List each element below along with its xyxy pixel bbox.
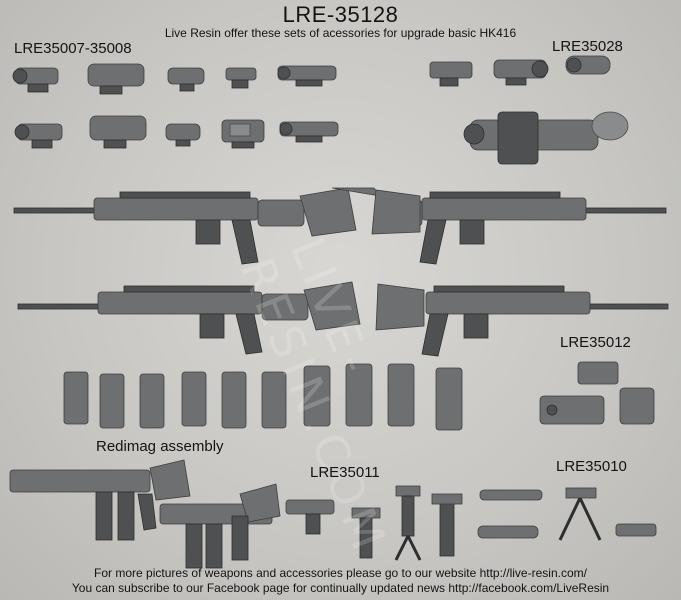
rifle-hk416-lower-right (375, 283, 669, 357)
optic-eotech-magnifier-2 (89, 115, 147, 149)
optic-acog-1 (12, 67, 59, 93)
magazine-row (63, 363, 463, 431)
footer-website-note: For more pictures of weapons and accesso… (94, 566, 587, 580)
optic-scope-rail-1 (277, 65, 337, 87)
optic-acog-2 (14, 123, 63, 149)
label-optics-set: LRE35007-35008 (14, 40, 132, 57)
optic-eotech-magnifier-1 (87, 63, 145, 95)
night-optic-1 (429, 61, 473, 87)
label-bipod-set: LRE35010 (556, 458, 627, 475)
label-redimag: Redimag assembly (96, 438, 224, 455)
bipod-light-set (477, 487, 657, 541)
optic-magnifier-1 (167, 67, 205, 92)
footer-facebook-note: You can subscribe to our Facebook page f… (71, 581, 610, 595)
rifle-hk416-upper-right (331, 187, 667, 265)
label-laser-set: LRE35012 (560, 334, 631, 351)
optic-holo-sight (221, 119, 265, 149)
label-grips-set: LRE35011 (310, 464, 380, 481)
night-vision-scope (463, 111, 629, 165)
optic-magnifier-2 (165, 123, 201, 147)
laser-module-set (539, 361, 655, 425)
redimag-rifle-left (9, 459, 191, 541)
vertical-grip-set (285, 485, 463, 561)
optic-red-dot-1 (225, 67, 257, 89)
label-night-optics-set: LRE35028 (552, 38, 623, 55)
night-optic-2 (493, 59, 549, 86)
optic-scope-rail-2 (279, 121, 339, 143)
page-title: LRE-35128 (282, 2, 399, 27)
rifle-hk416-upper-left (13, 187, 357, 265)
rifle-hk416-lower-left (17, 281, 361, 355)
page-subtitle: Live Resin offer these sets of acessorie… (164, 26, 517, 40)
redimag-rifle-right (159, 483, 281, 569)
night-optic-3 (565, 55, 611, 75)
